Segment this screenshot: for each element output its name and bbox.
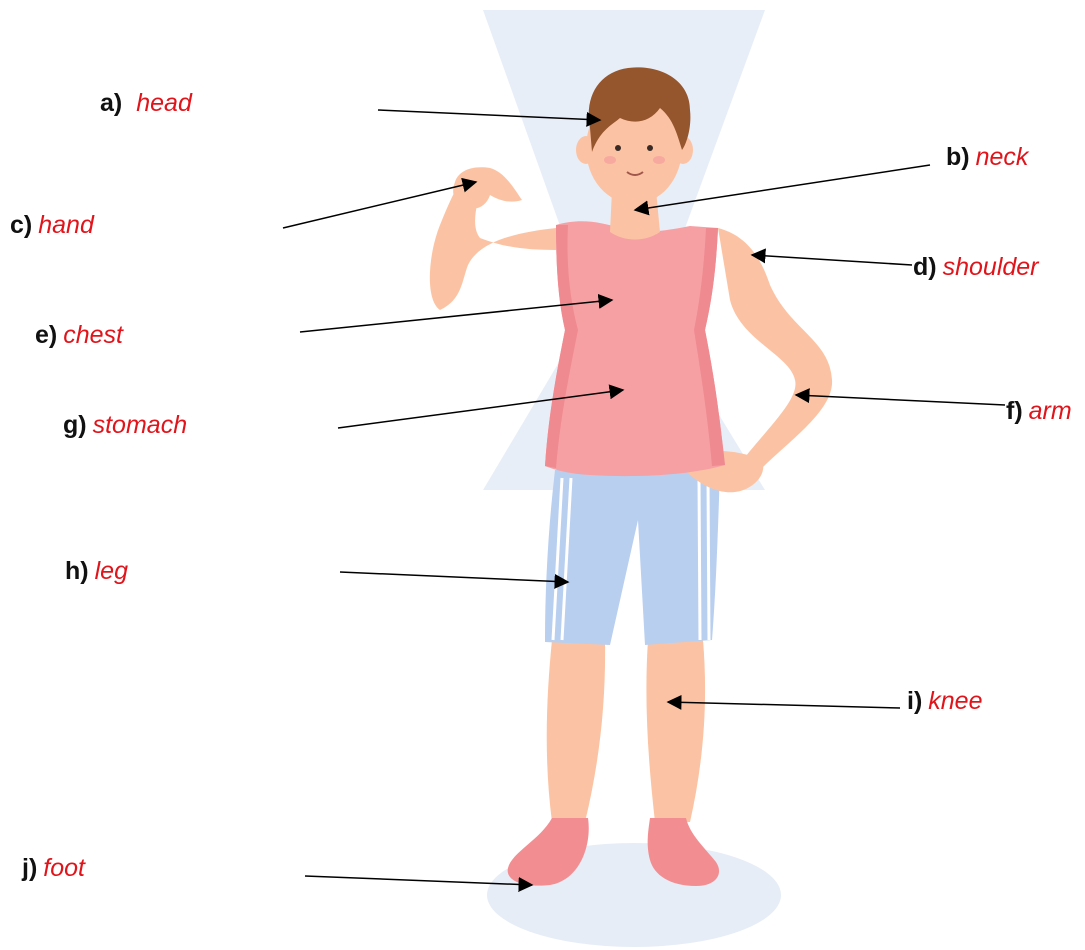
label-head-word: head [136, 89, 192, 117]
arrow-leg [340, 572, 568, 582]
label-head: a) head [100, 88, 192, 118]
label-leg-word: leg [95, 557, 128, 585]
label-hand-word: hand [38, 211, 94, 239]
label-shoulder: d)shoulder [913, 252, 1039, 282]
label-hand: c)hand [10, 210, 94, 240]
label-foot: j)foot [22, 853, 85, 883]
label-stomach-word: stomach [93, 411, 187, 439]
label-stomach-letter: g) [63, 411, 87, 439]
label-chest-word: chest [63, 321, 123, 349]
label-chest-letter: e) [35, 321, 57, 349]
label-hand-letter: c) [10, 211, 32, 239]
label-stomach: g)stomach [63, 410, 187, 440]
arrow-stomach [338, 390, 623, 428]
arrow-shoulder [752, 255, 912, 265]
label-arm-letter: f) [1006, 397, 1023, 425]
label-chest: e)chest [35, 320, 123, 350]
label-neck-letter: b) [946, 143, 970, 171]
label-knee-word: knee [928, 687, 982, 715]
label-neck: b)neck [946, 142, 1028, 172]
arrow-knee [668, 702, 900, 708]
label-arm-word: arm [1029, 397, 1072, 425]
label-leg: h)leg [65, 556, 128, 586]
arrow-foot [305, 876, 532, 885]
label-knee: i)knee [907, 686, 983, 716]
label-head-letter: a) [100, 89, 122, 117]
arrow-arm [796, 395, 1005, 405]
arrow-head [378, 110, 600, 120]
label-shoulder-letter: d) [913, 253, 937, 281]
arrow-chest [300, 300, 612, 332]
label-neck-word: neck [976, 143, 1029, 171]
arrow-neck [635, 165, 930, 210]
arrow-hand [283, 182, 476, 228]
label-leg-letter: h) [65, 557, 89, 585]
label-foot-word: foot [43, 854, 85, 882]
label-foot-letter: j) [22, 854, 37, 882]
label-arm: f)arm [1006, 396, 1072, 426]
label-knee-letter: i) [907, 687, 922, 715]
label-shoulder-word: shoulder [943, 253, 1039, 281]
